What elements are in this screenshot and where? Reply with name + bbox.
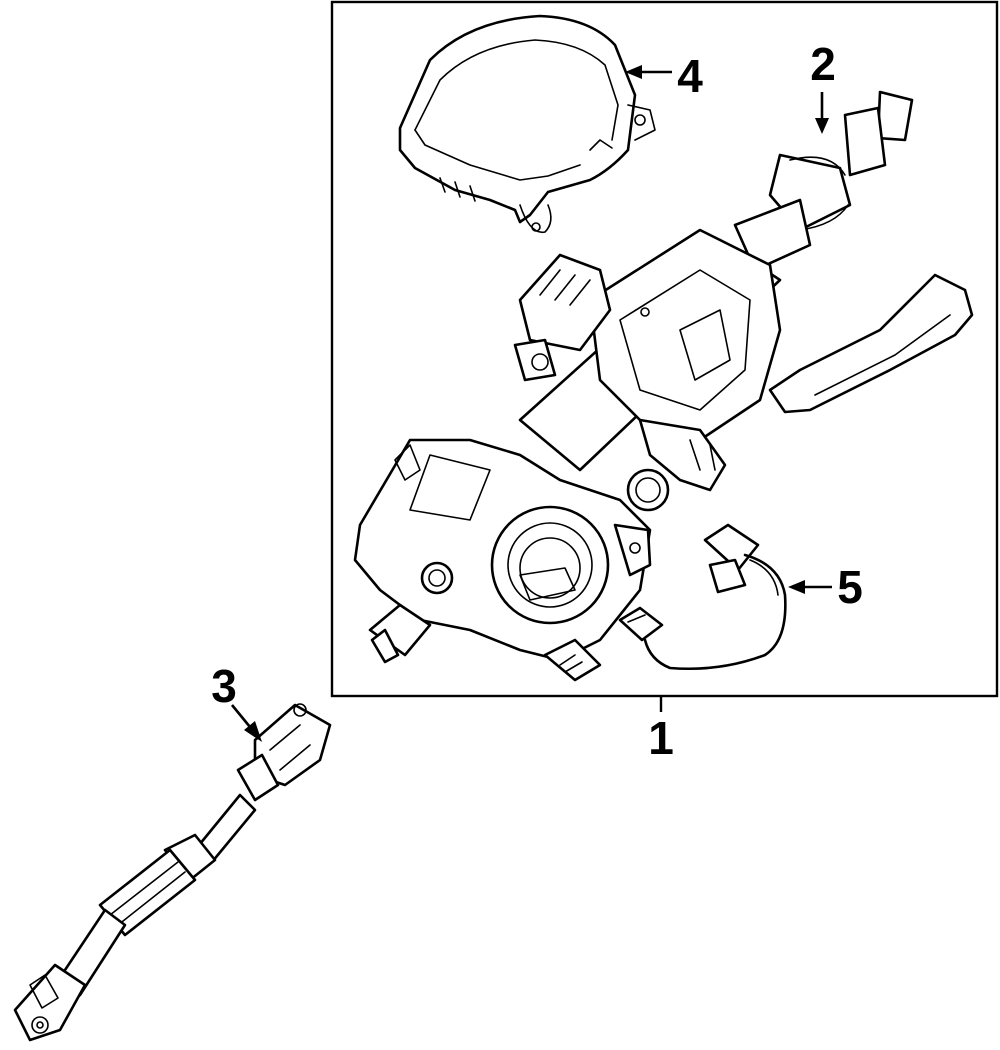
callout-5-arrow [788,580,832,594]
callout-label-1: 1 [648,712,674,764]
callout-label-5: 5 [837,561,863,613]
part-4-cover[interactable] [398,14,656,234]
callout-label-2: 2 [810,38,836,90]
callout-3-arrow [230,704,262,742]
callout-label-3: 3 [211,660,237,712]
callout-2-arrow [815,92,829,134]
assembly-box [330,0,999,698]
part-1-steering-column[interactable] [353,90,974,682]
callout-label-4: 4 [677,50,703,102]
part-3-intermediate-shaft[interactable] [13,703,332,1042]
callout-4-arrow [625,65,672,79]
part-5-wire-harness[interactable] [618,523,787,671]
